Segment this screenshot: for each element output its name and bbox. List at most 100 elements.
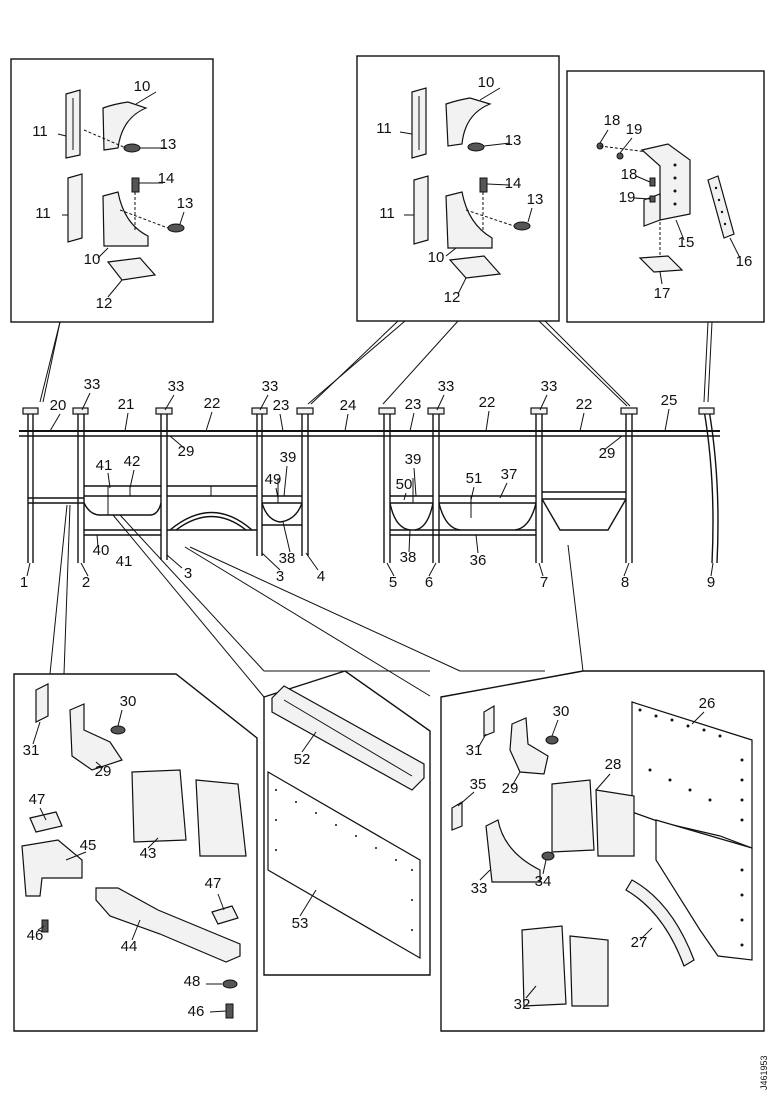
- part-label-32: 32: [514, 996, 531, 1013]
- part-label-2: 2: [82, 574, 90, 591]
- part-label-35: 35: [470, 776, 487, 793]
- part-label-31: 31: [466, 742, 483, 759]
- inset-6-parts: [451, 701, 753, 1007]
- inset-frame-lower-center: [263, 670, 431, 976]
- part-label-18: 18: [621, 166, 638, 183]
- inset-frame-bracket-left: [10, 58, 214, 323]
- part-label-18: 18: [604, 112, 621, 129]
- part-label-46: 46: [27, 927, 44, 944]
- part-label-34: 34: [535, 873, 552, 890]
- inset-frame-bracket-center: [356, 55, 560, 322]
- part-label-52: 52: [294, 751, 311, 768]
- part-label-38: 38: [279, 550, 296, 567]
- part-label-9: 9: [707, 574, 715, 591]
- part-label-14: 14: [158, 170, 175, 187]
- part-label-13: 13: [177, 195, 194, 212]
- part-label-53: 53: [292, 915, 309, 932]
- part-label-10: 10: [478, 74, 495, 91]
- part-label-22: 22: [479, 394, 496, 411]
- part-label-11: 11: [379, 205, 395, 222]
- part-label-47: 47: [205, 875, 222, 892]
- part-label-19: 19: [619, 189, 636, 206]
- part-label-13: 13: [160, 136, 177, 153]
- part-label-12: 12: [444, 289, 461, 306]
- inset-1-parts: [57, 89, 185, 298]
- part-label-33: 33: [262, 378, 279, 395]
- part-label-25: 25: [661, 392, 678, 409]
- inset-4-parts: [21, 683, 247, 1019]
- part-label-47: 47: [29, 791, 46, 808]
- figure-reference: J461953: [759, 1055, 769, 1090]
- part-label-14: 14: [505, 175, 522, 192]
- part-label-30: 30: [553, 703, 570, 720]
- part-label-16: 16: [736, 253, 753, 270]
- part-label-7: 7: [540, 574, 548, 591]
- part-label-42: 42: [124, 453, 141, 470]
- part-label-13: 13: [505, 132, 522, 149]
- main-frame-assembly: [19, 392, 720, 577]
- part-label-12: 12: [96, 295, 113, 312]
- part-label-24: 24: [340, 397, 357, 414]
- part-label-37: 37: [501, 466, 518, 483]
- part-label-49: 49: [265, 471, 282, 488]
- part-label-46: 46: [188, 1003, 205, 1020]
- part-label-10: 10: [134, 78, 151, 95]
- part-label-39: 39: [280, 449, 297, 466]
- part-label-13: 13: [527, 191, 544, 208]
- part-label-11: 11: [35, 205, 51, 222]
- part-label-36: 36: [470, 552, 487, 569]
- part-label-28: 28: [605, 756, 622, 773]
- part-label-19: 19: [626, 121, 643, 138]
- part-label-23: 23: [273, 397, 290, 414]
- part-label-50: 50: [396, 476, 413, 493]
- part-label-44: 44: [121, 938, 138, 955]
- part-label-31: 31: [23, 742, 40, 759]
- part-label-10: 10: [428, 249, 445, 266]
- part-label-11: 11: [32, 123, 48, 140]
- inset-3-parts: [596, 129, 741, 285]
- part-label-30: 30: [120, 693, 137, 710]
- part-label-33: 33: [438, 378, 455, 395]
- part-label-3: 3: [276, 568, 284, 585]
- part-label-33: 33: [541, 378, 558, 395]
- part-label-6: 6: [425, 574, 433, 591]
- part-label-11: 11: [376, 120, 392, 137]
- inset-2-parts: [399, 87, 533, 295]
- part-label-39: 39: [405, 451, 422, 468]
- part-label-40: 40: [93, 542, 110, 559]
- part-label-20: 20: [50, 397, 67, 414]
- inset-leader-lines: [39, 320, 713, 698]
- part-label-23: 23: [405, 396, 422, 413]
- part-label-38: 38: [400, 549, 417, 566]
- part-label-33: 33: [471, 880, 488, 897]
- part-label-5: 5: [389, 574, 397, 591]
- part-label-29: 29: [599, 445, 616, 462]
- part-label-22: 22: [576, 396, 593, 413]
- inset-frame-bracket-right: [566, 70, 765, 323]
- part-label-29: 29: [95, 763, 112, 780]
- part-label-4: 4: [317, 568, 325, 585]
- part-label-17: 17: [654, 285, 671, 302]
- inset-frame-lower-right: [440, 670, 765, 1032]
- part-label-41: 41: [116, 553, 133, 570]
- part-label-33: 33: [168, 378, 185, 395]
- part-label-43: 43: [140, 845, 157, 862]
- part-label-21: 21: [118, 396, 135, 413]
- part-label-3: 3: [184, 565, 192, 582]
- part-label-8: 8: [621, 574, 629, 591]
- part-label-1: 1: [20, 574, 28, 591]
- part-label-26: 26: [699, 695, 716, 712]
- part-label-27: 27: [631, 934, 648, 951]
- part-label-29: 29: [502, 780, 519, 797]
- part-label-45: 45: [80, 837, 97, 854]
- inset-frame-lower-left: [13, 673, 258, 1032]
- part-label-29: 29: [178, 443, 195, 460]
- part-label-41: 41: [96, 457, 113, 474]
- part-label-33: 33: [84, 376, 101, 393]
- part-label-22: 22: [204, 395, 221, 412]
- inset-5-parts: [267, 685, 425, 960]
- part-label-10: 10: [84, 251, 101, 268]
- part-label-15: 15: [678, 234, 695, 251]
